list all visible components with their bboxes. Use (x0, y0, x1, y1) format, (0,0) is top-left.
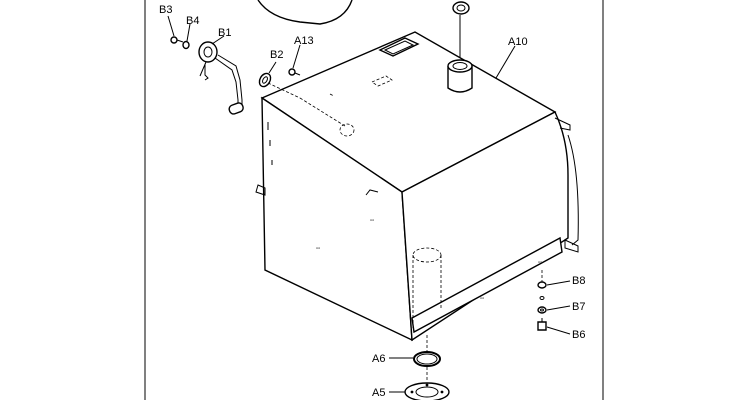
leader-a10 (495, 45, 516, 79)
fuel-sender-b1 (198, 41, 244, 115)
label-b6: B6 (572, 329, 585, 341)
label-b7: B7 (572, 301, 585, 313)
fuel-tank: ▫▫ ▫▫ ▫▫ ▫▫ (255, 15, 579, 342)
sender-alignment-line (267, 82, 301, 99)
leader-a13 (292, 44, 301, 69)
leader-b7 (546, 305, 571, 311)
top-opening (371, 75, 393, 87)
leader-b1 (211, 35, 225, 45)
tank-side-strap (567, 134, 579, 246)
washer-b7 (537, 306, 547, 314)
sender-hidden-line (299, 97, 346, 127)
label-a5: A5 (372, 387, 385, 399)
sender-hidden-port (339, 123, 355, 137)
tank-bracket-left (255, 184, 266, 196)
label-b1: B1 (218, 27, 231, 39)
svg-text:▫▫: ▫▫ (538, 260, 542, 266)
label-b4: B4 (186, 15, 199, 27)
tank-bracket-top (554, 117, 571, 131)
leader-b3 (167, 15, 175, 37)
filler-cap (452, 1, 470, 15)
label-a10: A10 (508, 36, 528, 48)
tank-right-face (401, 111, 569, 342)
tank-bracket-bottom (564, 239, 579, 253)
leader-b4 (186, 23, 191, 42)
label-a13: A13 (294, 35, 314, 47)
washer-b4 (182, 40, 190, 50)
bolt-b6 (537, 318, 547, 331)
gasket-b2 (258, 72, 272, 88)
svg-text:▫▫: ▫▫ (316, 246, 320, 252)
drain-plate-a5 (404, 382, 450, 400)
washer-b8 (537, 281, 547, 289)
label-b8: B8 (572, 275, 585, 287)
filler-neck (447, 59, 473, 93)
tank-cover (257, 0, 353, 25)
screw-a13 (288, 68, 301, 76)
bolt-b3 (170, 36, 184, 44)
leader-b6 (546, 326, 571, 335)
label-a6: A6 (372, 353, 385, 365)
svg-text:▫▫: ▫▫ (480, 296, 484, 302)
leader-b8 (546, 280, 571, 286)
o-ring-a6 (413, 351, 441, 367)
label-b3: B3 (159, 4, 172, 16)
leader-b2 (268, 61, 277, 74)
tank-handle-mark (365, 189, 379, 196)
label-b2: B2 (270, 49, 283, 61)
svg-text:▫▫: ▫▫ (370, 218, 374, 224)
